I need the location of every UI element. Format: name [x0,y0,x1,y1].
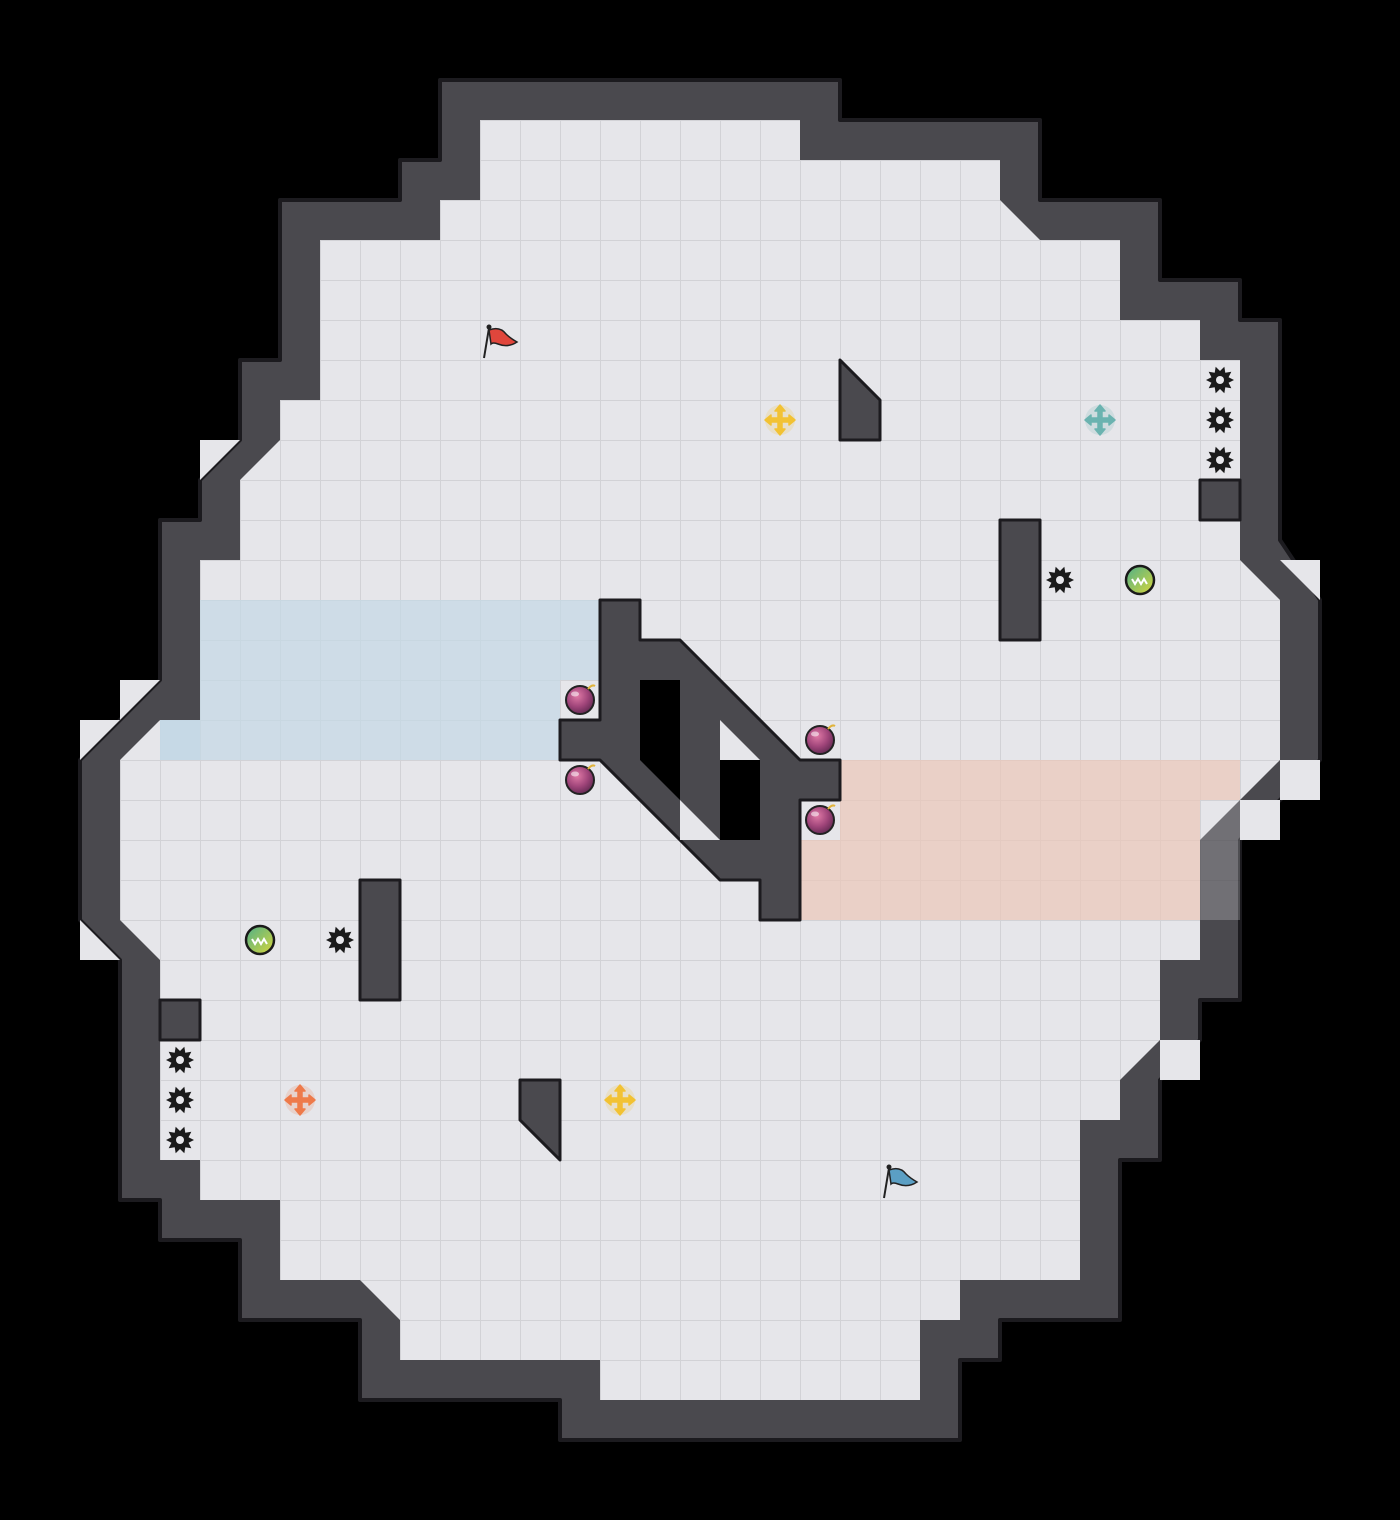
neutral-boost-icon[interactable] [604,1084,636,1116]
blue-boost-icon[interactable] [1084,404,1116,436]
spike-icon[interactable] [326,926,354,954]
bomb-icon[interactable] [565,764,596,795]
red-team-flag-icon[interactable] [483,324,519,359]
neutral-boost-icon[interactable] [764,404,796,436]
void-left [640,680,680,800]
exterior-tiles [80,440,1320,1080]
spike-icon[interactable] [1206,366,1234,394]
wall-notch-left [158,998,202,1042]
spike-icon[interactable] [166,1086,194,1114]
entities-layer [166,324,1234,1199]
blue-team-flag-icon[interactable] [883,1164,919,1199]
powerup-icon[interactable] [1124,564,1156,596]
bomb-icon[interactable] [565,684,596,715]
spike-icon[interactable] [166,1126,194,1154]
inner-walls [158,358,1242,1162]
bomb-icon[interactable] [805,804,836,835]
wall-notch-right [1198,478,1242,522]
center-wall [558,598,842,922]
red-boost-icon[interactable] [284,1084,316,1116]
wall-pillar-top [838,358,882,442]
wall-bar-left [358,878,402,1002]
powerup-icon[interactable] [244,924,276,956]
spike-icon[interactable] [1206,446,1234,474]
void-right [720,760,760,840]
bomb-icon[interactable] [805,724,836,755]
spike-icon[interactable] [1206,406,1234,434]
spike-icon[interactable] [166,1046,194,1074]
wall-pillar-bottom [518,1078,562,1162]
wall-bar-right [998,518,1042,642]
spike-icon[interactable] [1046,566,1074,594]
voids [640,680,760,840]
